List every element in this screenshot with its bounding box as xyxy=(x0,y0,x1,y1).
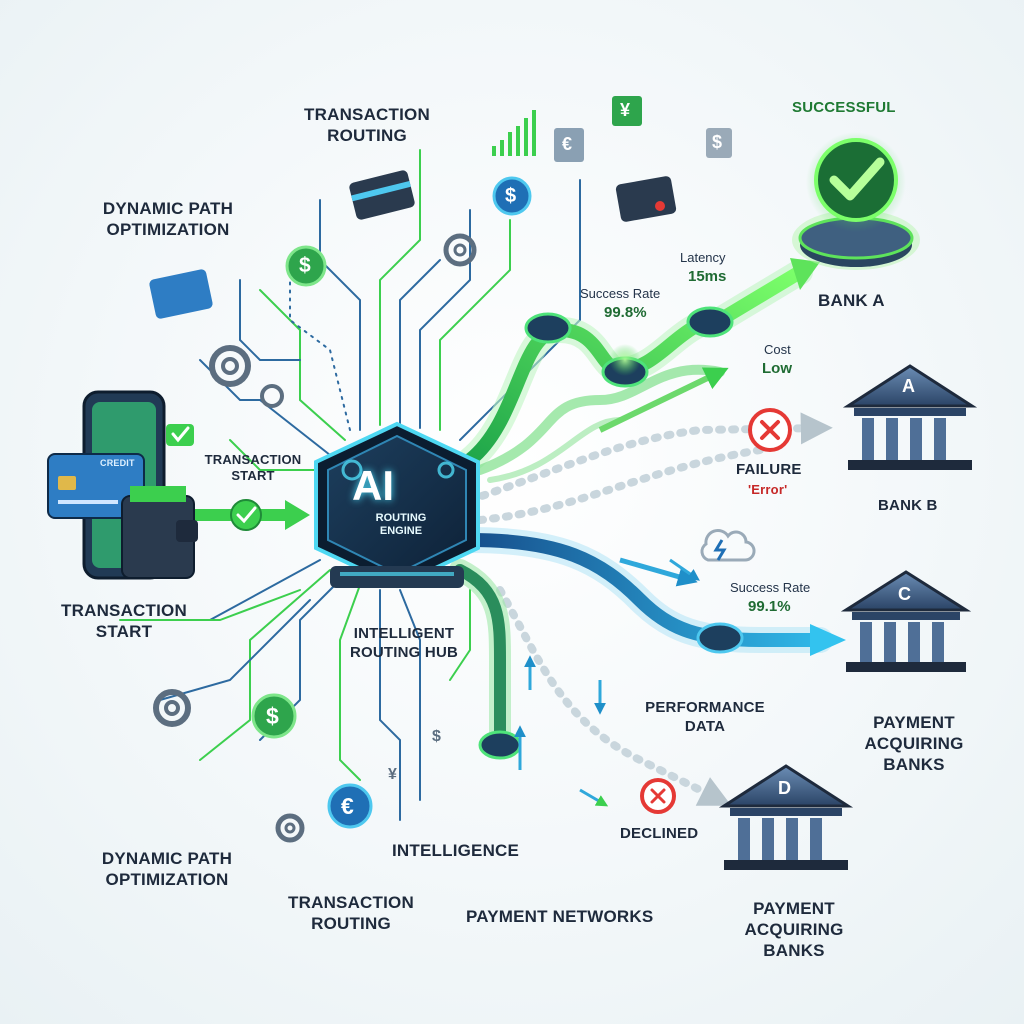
dollar-icon xyxy=(285,245,327,287)
bank-d-letter: D xyxy=(778,778,792,798)
euro-icon xyxy=(554,128,584,162)
grey-routes xyxy=(466,412,833,806)
dollar-icon xyxy=(492,176,532,216)
gear-icon xyxy=(209,345,251,387)
hub-title: AI xyxy=(352,462,394,509)
credit-card-icon xyxy=(149,269,213,319)
bank-b-icon xyxy=(842,364,978,470)
down-route xyxy=(449,559,511,751)
success-rate-value-2: 99.1% xyxy=(748,598,791,615)
check-icon-small xyxy=(166,424,194,446)
yen-icon xyxy=(612,96,642,126)
dollar-icon xyxy=(251,693,297,739)
cost-label: Cost xyxy=(764,342,791,357)
cost-value: Low xyxy=(762,360,792,377)
dollar-glyph-small: $ xyxy=(432,728,442,745)
success-rate-label-1: Success Rate xyxy=(580,286,661,301)
latency-value: 15ms xyxy=(688,268,727,285)
label-declined: DECLINED xyxy=(620,825,699,842)
ai-hub xyxy=(314,421,480,589)
credit-card-icon xyxy=(615,176,677,222)
euro-glyph-tile: € xyxy=(562,134,573,154)
gear-icon xyxy=(260,384,284,408)
cloud-icon xyxy=(700,529,756,562)
bank-c-icon xyxy=(840,570,972,672)
label-transaction-routing-bottom: TRANSACTION ROUTING xyxy=(288,893,414,933)
label-payment-acquiring-banks-1: PAYMENT ACQUIRING BANKS xyxy=(864,713,964,774)
yen-glyph: ¥ xyxy=(388,766,398,783)
label-transaction-start: TRANSACTION START xyxy=(61,601,187,641)
label-bank-a: BANK A xyxy=(818,291,885,310)
green-success-route xyxy=(457,258,820,483)
latency-label: Latency xyxy=(680,250,726,265)
label-transaction-routing-top: TRANSACTION ROUTING xyxy=(304,105,430,145)
dollar-icon xyxy=(706,128,732,158)
label-performance-data: PERFORMANCE DATA xyxy=(645,699,765,735)
credit-card-icon xyxy=(47,453,145,519)
bank-d-icon xyxy=(718,764,854,870)
yen-glyph-tile: ¥ xyxy=(620,100,631,120)
bank-c-letter: C xyxy=(898,584,912,604)
route-nodes xyxy=(478,306,744,760)
dollar-glyph: $ xyxy=(299,254,311,277)
bank-a-letter: A xyxy=(902,376,916,396)
dollar-glyph: $ xyxy=(266,703,279,729)
euro-icon xyxy=(327,783,373,829)
label-failure: FAILURE xyxy=(736,461,802,478)
label-dynamic-path-bottom: DYNAMIC PATH OPTIMIZATION xyxy=(101,849,233,889)
wallet-icon xyxy=(121,486,198,579)
flow-arrows xyxy=(514,558,700,807)
bar-chart-icon xyxy=(492,110,536,156)
label-dynamic-path-top: DYNAMIC PATH OPTIMIZATION xyxy=(102,199,234,239)
error-icon-failure xyxy=(748,408,792,452)
label-payment-acquiring-banks-2: PAYMENT ACQUIRING BANKS xyxy=(744,899,844,960)
label-payment-networks: PAYMENT NETWORKS xyxy=(466,907,654,926)
success-rate-value-1: 99.8% xyxy=(604,304,647,321)
credit-card-icon xyxy=(349,170,415,220)
check-icon xyxy=(230,499,262,531)
success-rate-label-2: Success Rate xyxy=(730,580,811,595)
hub-subtitle: ROUTING ENGINE xyxy=(375,512,427,537)
label-successful: SUCCESSFUL xyxy=(792,99,896,116)
label-bank-b: BANK B xyxy=(878,497,938,514)
gear-icon xyxy=(443,233,477,267)
error-icon-declined xyxy=(640,778,676,814)
label-intelligence: INTELLIGENCE xyxy=(392,841,520,860)
label-transaction-start-small: TRANSACTION START xyxy=(204,452,302,483)
gear-icon xyxy=(275,813,305,843)
dollar-glyph-tile: $ xyxy=(712,132,723,152)
dollar-glyph: $ xyxy=(505,185,517,207)
success-check-pedestal xyxy=(792,132,920,270)
euro-glyph: € xyxy=(341,793,354,819)
label-error: 'Error' xyxy=(748,482,788,497)
gear-icon xyxy=(153,689,191,727)
card-brand: CREDIT xyxy=(100,458,135,468)
label-intelligent-routing-hub: INTELLIGENT ROUTING HUB xyxy=(349,625,459,661)
